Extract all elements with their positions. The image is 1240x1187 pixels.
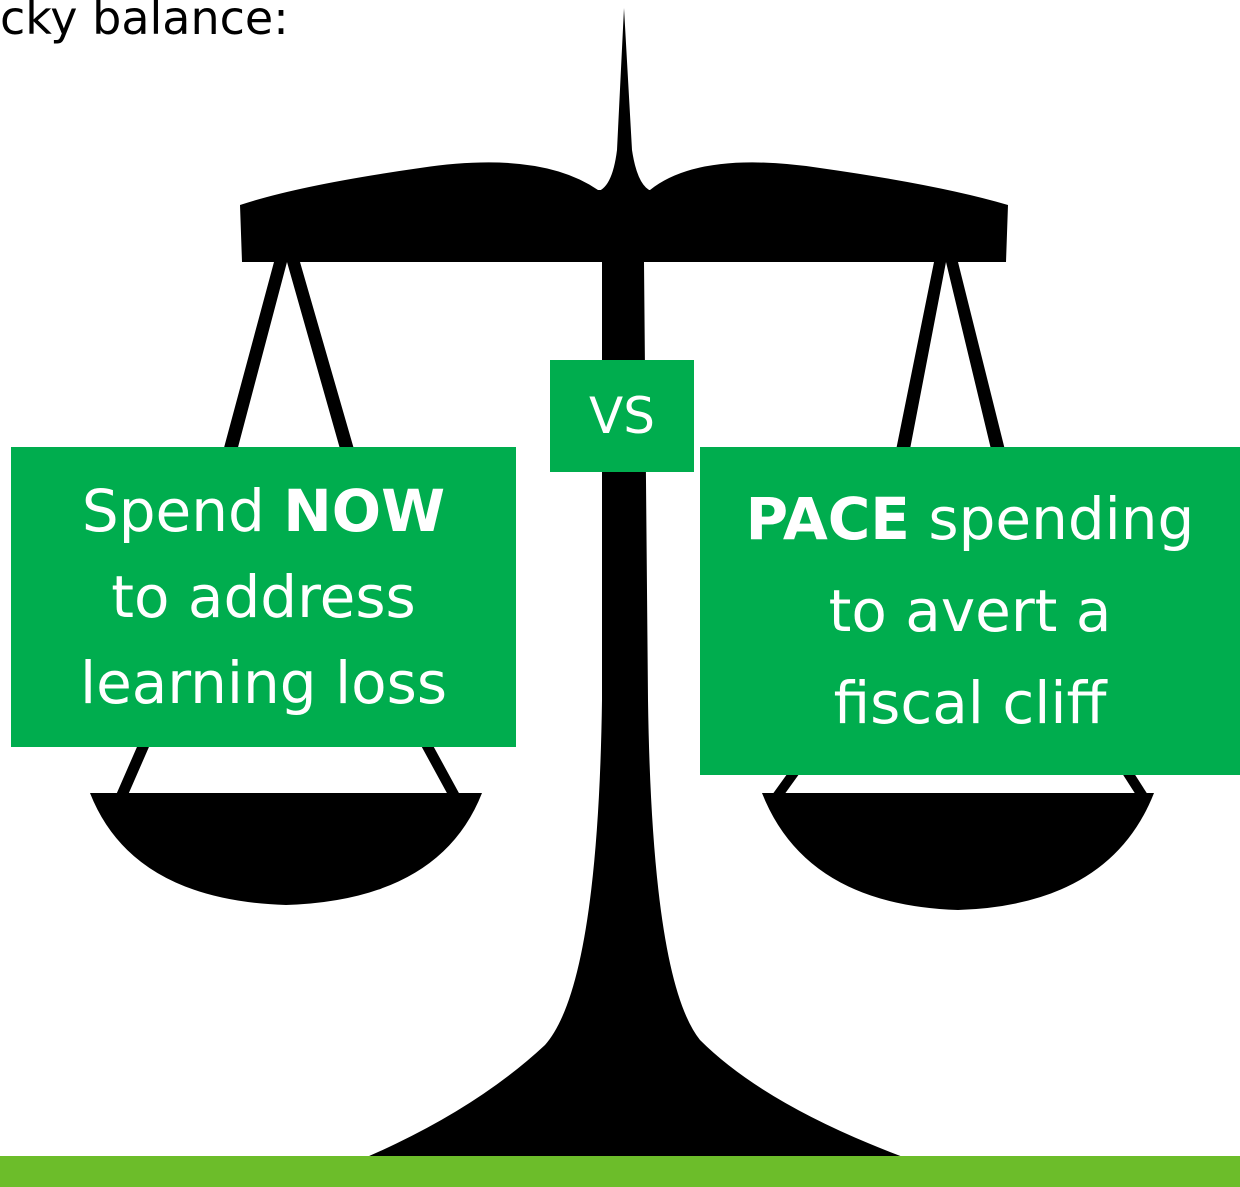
scale-finial [595, 8, 655, 192]
right-chain [892, 262, 1010, 470]
spend-now-line2: to address [111, 563, 416, 631]
vs-label-box: VS [550, 360, 694, 472]
pace-suffix: spending [909, 485, 1195, 553]
scale-pillar [340, 262, 930, 1187]
pace-line2: to avert a [828, 577, 1112, 645]
spend-now-prefix: Spend [81, 477, 284, 545]
page-heading: cky balance: [0, 0, 289, 45]
vs-label: VS [589, 387, 655, 445]
scale-beam [240, 162, 1008, 262]
left-chain [218, 262, 360, 470]
pace-line3: fiscal cliff [833, 669, 1107, 737]
spend-now-text: Spend NOW to address learning loss [80, 468, 447, 726]
left-chain-lower [116, 740, 460, 795]
left-pan [90, 793, 482, 905]
footer-bar [0, 1156, 1240, 1187]
spend-now-emphasis: NOW [283, 477, 446, 545]
pace-spending-box: PACE spending to avert a fiscal cliff [700, 447, 1240, 775]
spend-now-line3: learning loss [79, 649, 448, 717]
pace-spending-text: PACE spending to avert a fiscal cliff [746, 473, 1195, 749]
pace-emphasis: PACE [745, 485, 910, 553]
spend-now-box: Spend NOW to address learning loss [11, 447, 516, 747]
right-pan [762, 793, 1154, 910]
